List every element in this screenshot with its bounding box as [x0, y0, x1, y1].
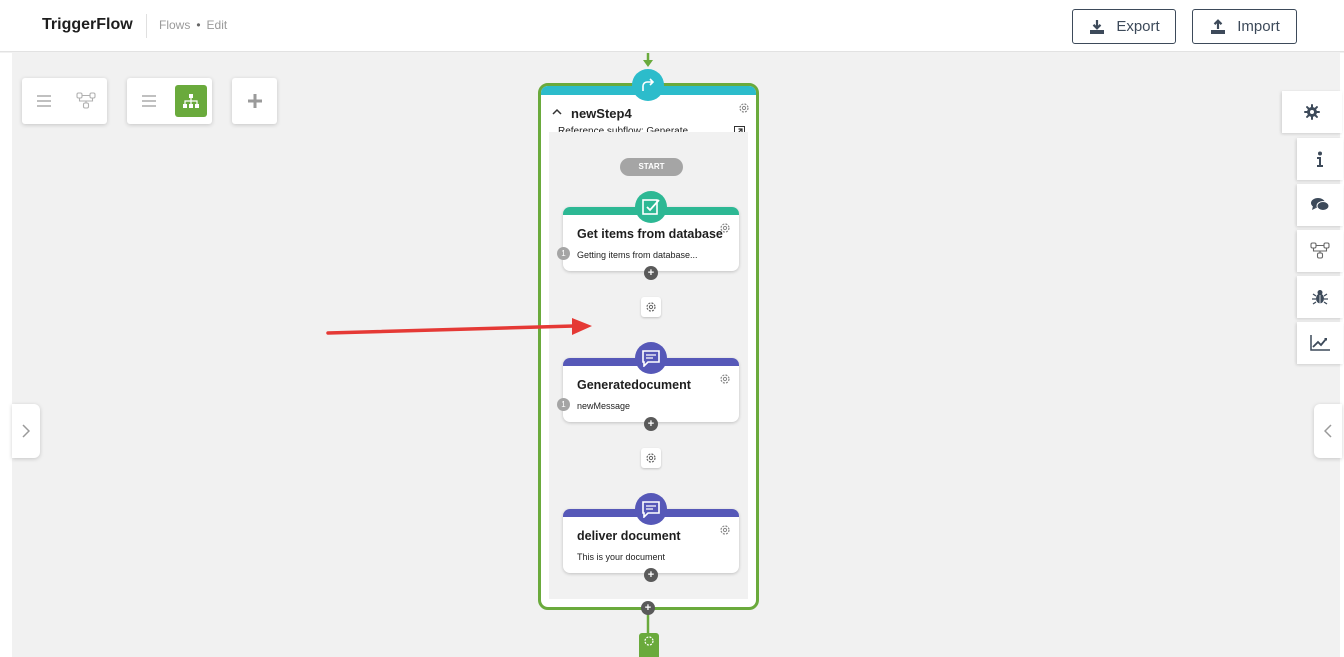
- flow-diagram-tab[interactable]: [1297, 230, 1343, 272]
- breadcrumb: Flows • Edit: [159, 18, 227, 32]
- breadcrumb-edit: Edit: [206, 18, 228, 32]
- step-type-icon: [635, 342, 667, 374]
- flow-view-button[interactable]: [70, 85, 102, 117]
- gear-icon[interactable]: [719, 524, 731, 536]
- chevron-up-icon[interactable]: [552, 108, 562, 115]
- view-toggle-group-1: [22, 78, 107, 124]
- step-description: Getting items from database...: [577, 250, 698, 260]
- add-step-button[interactable]: +: [644, 568, 658, 582]
- redirect-arrow-icon: [642, 78, 655, 91]
- step-title: Generatedocument: [577, 378, 691, 392]
- export-label: Export: [1116, 18, 1160, 35]
- connector-settings-button[interactable]: [641, 297, 661, 317]
- import-label: Import: [1237, 18, 1280, 35]
- app-title[interactable]: TriggerFlow: [42, 16, 133, 33]
- view-toggle-group-2: [127, 78, 212, 124]
- plus-icon: [247, 94, 262, 108]
- expand-left-panel-button[interactable]: [12, 404, 40, 458]
- list-icon: [37, 95, 51, 107]
- add-step-after-subflow-button[interactable]: +: [641, 601, 655, 615]
- step-type-icon: [635, 493, 667, 525]
- step-type-icon: [635, 191, 667, 223]
- step-badge: 1: [557, 247, 570, 260]
- bug-icon: [1312, 290, 1328, 305]
- download-icon: [1090, 19, 1105, 34]
- next-step-node[interactable]: [639, 633, 659, 657]
- settings-icon: [1304, 104, 1320, 120]
- start-marker: START: [620, 158, 683, 176]
- comments-icon: [1311, 198, 1329, 211]
- gear-icon: [646, 453, 656, 463]
- subflow-entry-icon[interactable]: [632, 69, 664, 101]
- gear-icon: [646, 302, 656, 312]
- checkbox-icon: [642, 199, 660, 215]
- subflow-reference: Reference subflow: Generate...: [558, 126, 696, 137]
- app-header: TriggerFlow Flows • Edit Export Import: [0, 0, 1344, 52]
- left-panel-strip: [0, 53, 12, 657]
- subflow-title: newStep4: [571, 106, 632, 121]
- step-badge: 1: [557, 398, 570, 411]
- tree-diagram-icon: [183, 94, 199, 108]
- step-description: newMessage: [577, 401, 631, 411]
- import-button[interactable]: Import: [1192, 9, 1297, 44]
- breadcrumb-flows[interactable]: Flows: [159, 18, 191, 32]
- expand-right-panel-button[interactable]: [1314, 404, 1342, 458]
- breadcrumb-separator: •: [196, 18, 201, 32]
- export-button[interactable]: Export: [1072, 9, 1176, 44]
- gear-icon[interactable]: [738, 102, 750, 114]
- tree-view-button[interactable]: [175, 85, 207, 117]
- step-description: This is your document: [577, 552, 666, 562]
- chart-icon: [1310, 335, 1330, 351]
- list-icon: [142, 95, 156, 107]
- gear-icon: [644, 636, 654, 646]
- gear-icon[interactable]: [719, 373, 731, 385]
- comments-tab[interactable]: [1297, 184, 1343, 226]
- message-icon: [642, 500, 660, 518]
- message-icon: [642, 349, 660, 367]
- add-step-button[interactable]: +: [644, 417, 658, 431]
- info-icon: [1317, 151, 1323, 167]
- debug-tab[interactable]: [1297, 276, 1343, 318]
- list-view-button[interactable]: [28, 85, 60, 117]
- upload-icon: [1211, 18, 1226, 34]
- add-step-button[interactable]: +: [644, 266, 658, 280]
- info-tab[interactable]: [1297, 138, 1343, 180]
- header-divider: [146, 14, 147, 38]
- gear-icon[interactable]: [719, 222, 731, 234]
- connector-settings-button[interactable]: [641, 448, 661, 468]
- analytics-tab[interactable]: [1297, 322, 1343, 364]
- flow-diagram-icon: [1310, 242, 1330, 259]
- chevron-right-icon: [22, 424, 30, 438]
- settings-tab[interactable]: [1282, 91, 1342, 133]
- list-view-button[interactable]: [133, 85, 165, 117]
- step-title: Get items from database: [577, 227, 723, 241]
- step-title: deliver document: [577, 529, 681, 543]
- add-button[interactable]: [232, 78, 277, 124]
- flow-diagram-icon: [76, 92, 96, 109]
- chevron-left-icon: [1324, 424, 1332, 438]
